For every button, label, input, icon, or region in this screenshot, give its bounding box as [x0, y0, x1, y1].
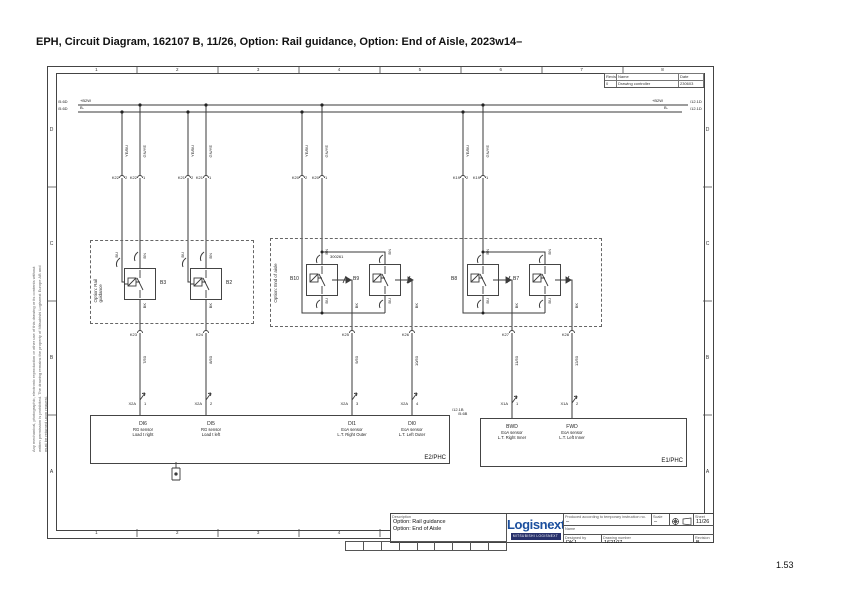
name-header: Name	[617, 73, 679, 80]
bus-ref-left-top: /5.6D	[58, 99, 68, 104]
column-label: 3	[256, 67, 260, 72]
controller-e2-box: E2/PHC	[90, 415, 450, 464]
produced-cell: Produced according to temporary instruct…	[563, 514, 652, 525]
revision-table: Revision Name Date 0 Drawing controller …	[604, 73, 704, 88]
column-label: 4	[337, 530, 341, 535]
drawing-number-label: Drawing number	[603, 536, 631, 540]
description-label: Description	[392, 515, 411, 519]
bus-ref-right-top: /12.1D	[690, 99, 702, 104]
ref-e1: /5.6B	[458, 411, 468, 416]
drawing-frame-inner	[56, 73, 705, 531]
scale-cell: Scale –	[651, 514, 670, 525]
revision-value: B	[696, 540, 700, 543]
option-end-of-aisle-box: Option: End of aisle	[270, 238, 602, 327]
column-label: 4	[337, 67, 341, 72]
produced-value: –	[566, 519, 570, 525]
row-label: D	[49, 127, 54, 133]
revision-name: Drawing controller	[617, 80, 679, 87]
option-rail-guidance-box: Option: Rail guidance	[90, 240, 254, 324]
sheet-cell: Sheet 11/26	[693, 514, 714, 525]
sheet-value: 11/26	[696, 519, 710, 525]
revision-label: Revision	[695, 536, 710, 540]
logisnext-logo: Logisnext	[507, 517, 564, 532]
logo-cell: Logisnext MITSUBISHI LOGISNEXT EUROPE	[506, 514, 564, 542]
column-label: 6	[499, 67, 503, 72]
controller-e1-box: E1/PHC	[480, 418, 687, 467]
column-label: 3	[256, 530, 260, 535]
row-label: C	[705, 241, 710, 247]
description-cell: Description Option: Rail guidance Option…	[391, 514, 506, 542]
column-label: 2	[176, 530, 179, 535]
row-label: B	[49, 355, 54, 361]
title-block: Description Option: Rail guidance Option…	[390, 513, 714, 543]
option-end-of-aisle-label: Option: End of aisle	[273, 262, 278, 303]
scale-value: –	[654, 519, 658, 525]
controller-e1-tag: E1/PHC	[661, 458, 683, 464]
ref-e2: /12.1B	[452, 407, 464, 412]
row-label: A	[705, 469, 710, 475]
bus-ref-left-bottom: /5.6D	[58, 106, 68, 111]
name-cell: Name Circuit Diagram, EPH	[563, 525, 714, 535]
designed-label: Designed by	[565, 536, 587, 540]
revision-header: Revision	[605, 73, 617, 80]
name-label: Name	[565, 527, 576, 531]
row-label: D	[705, 127, 710, 133]
column-label: 2	[176, 67, 179, 72]
produced-label: Produced according to temporary instruct…	[565, 515, 646, 519]
sensor-part-number: 300261	[330, 254, 344, 259]
scale-label: Scale	[653, 515, 663, 519]
revision-cell: Revision B	[693, 534, 714, 543]
drawing-frame-outer	[47, 66, 714, 539]
designed-cell: Designed by DKJ	[563, 534, 602, 543]
fold-mark-ruler	[345, 541, 508, 551]
sheet-label: Sheet	[695, 515, 705, 519]
date-header: Date	[679, 73, 704, 80]
page-title: EPH, Circuit Diagram, 162107 B, 11/26, O…	[36, 36, 523, 48]
frame-row-labels-right: D C B A	[703, 73, 712, 529]
drawing-number-cell: Drawing number 162107	[601, 534, 694, 543]
column-label: 1	[95, 530, 98, 535]
column-label: 7	[580, 67, 583, 72]
logisnext-logo-bar: MITSUBISHI LOGISNEXT EUROPE	[510, 533, 561, 540]
frame-column-labels-top: 1 2 3 4 5 6 7 8	[56, 66, 703, 73]
bus-name-top-left: +B2W	[80, 98, 92, 103]
legal-notice: Any mechanical, photographic, electronic…	[31, 257, 49, 452]
bus-name-bottom-left: B-	[80, 105, 84, 110]
frame-row-labels-left: D C B A	[47, 73, 56, 529]
row-label: A	[49, 469, 54, 475]
page-number: 1.53	[776, 560, 794, 570]
projection-cell	[669, 514, 694, 525]
option-rail-guidance-label: Option: Rail guidance	[93, 278, 103, 303]
bus-name-top-right: +B2W	[652, 98, 664, 103]
revision-value: 0	[605, 80, 617, 87]
drawing-number-value: 162107	[604, 540, 623, 543]
projection-icon	[672, 517, 692, 525]
description-line-1: Option: Rail guidance	[393, 519, 446, 525]
connector-symbols	[119, 175, 575, 334]
column-label: 5	[418, 67, 422, 72]
description-line-2: Option: End of Aisle	[393, 526, 442, 532]
bus-name-bottom-right: B-	[664, 105, 668, 110]
column-label: 1	[95, 67, 98, 72]
row-label: C	[49, 241, 54, 247]
column-label: 8	[661, 67, 664, 72]
designed-value: DKJ	[566, 540, 577, 543]
revision-date: 230603	[679, 80, 704, 87]
cable-clamp-icon	[171, 462, 181, 481]
bus-ref-right-bottom: /12.1D	[690, 106, 702, 111]
row-label: B	[705, 355, 710, 361]
controller-e2-tag: E2/PHC	[424, 455, 446, 461]
